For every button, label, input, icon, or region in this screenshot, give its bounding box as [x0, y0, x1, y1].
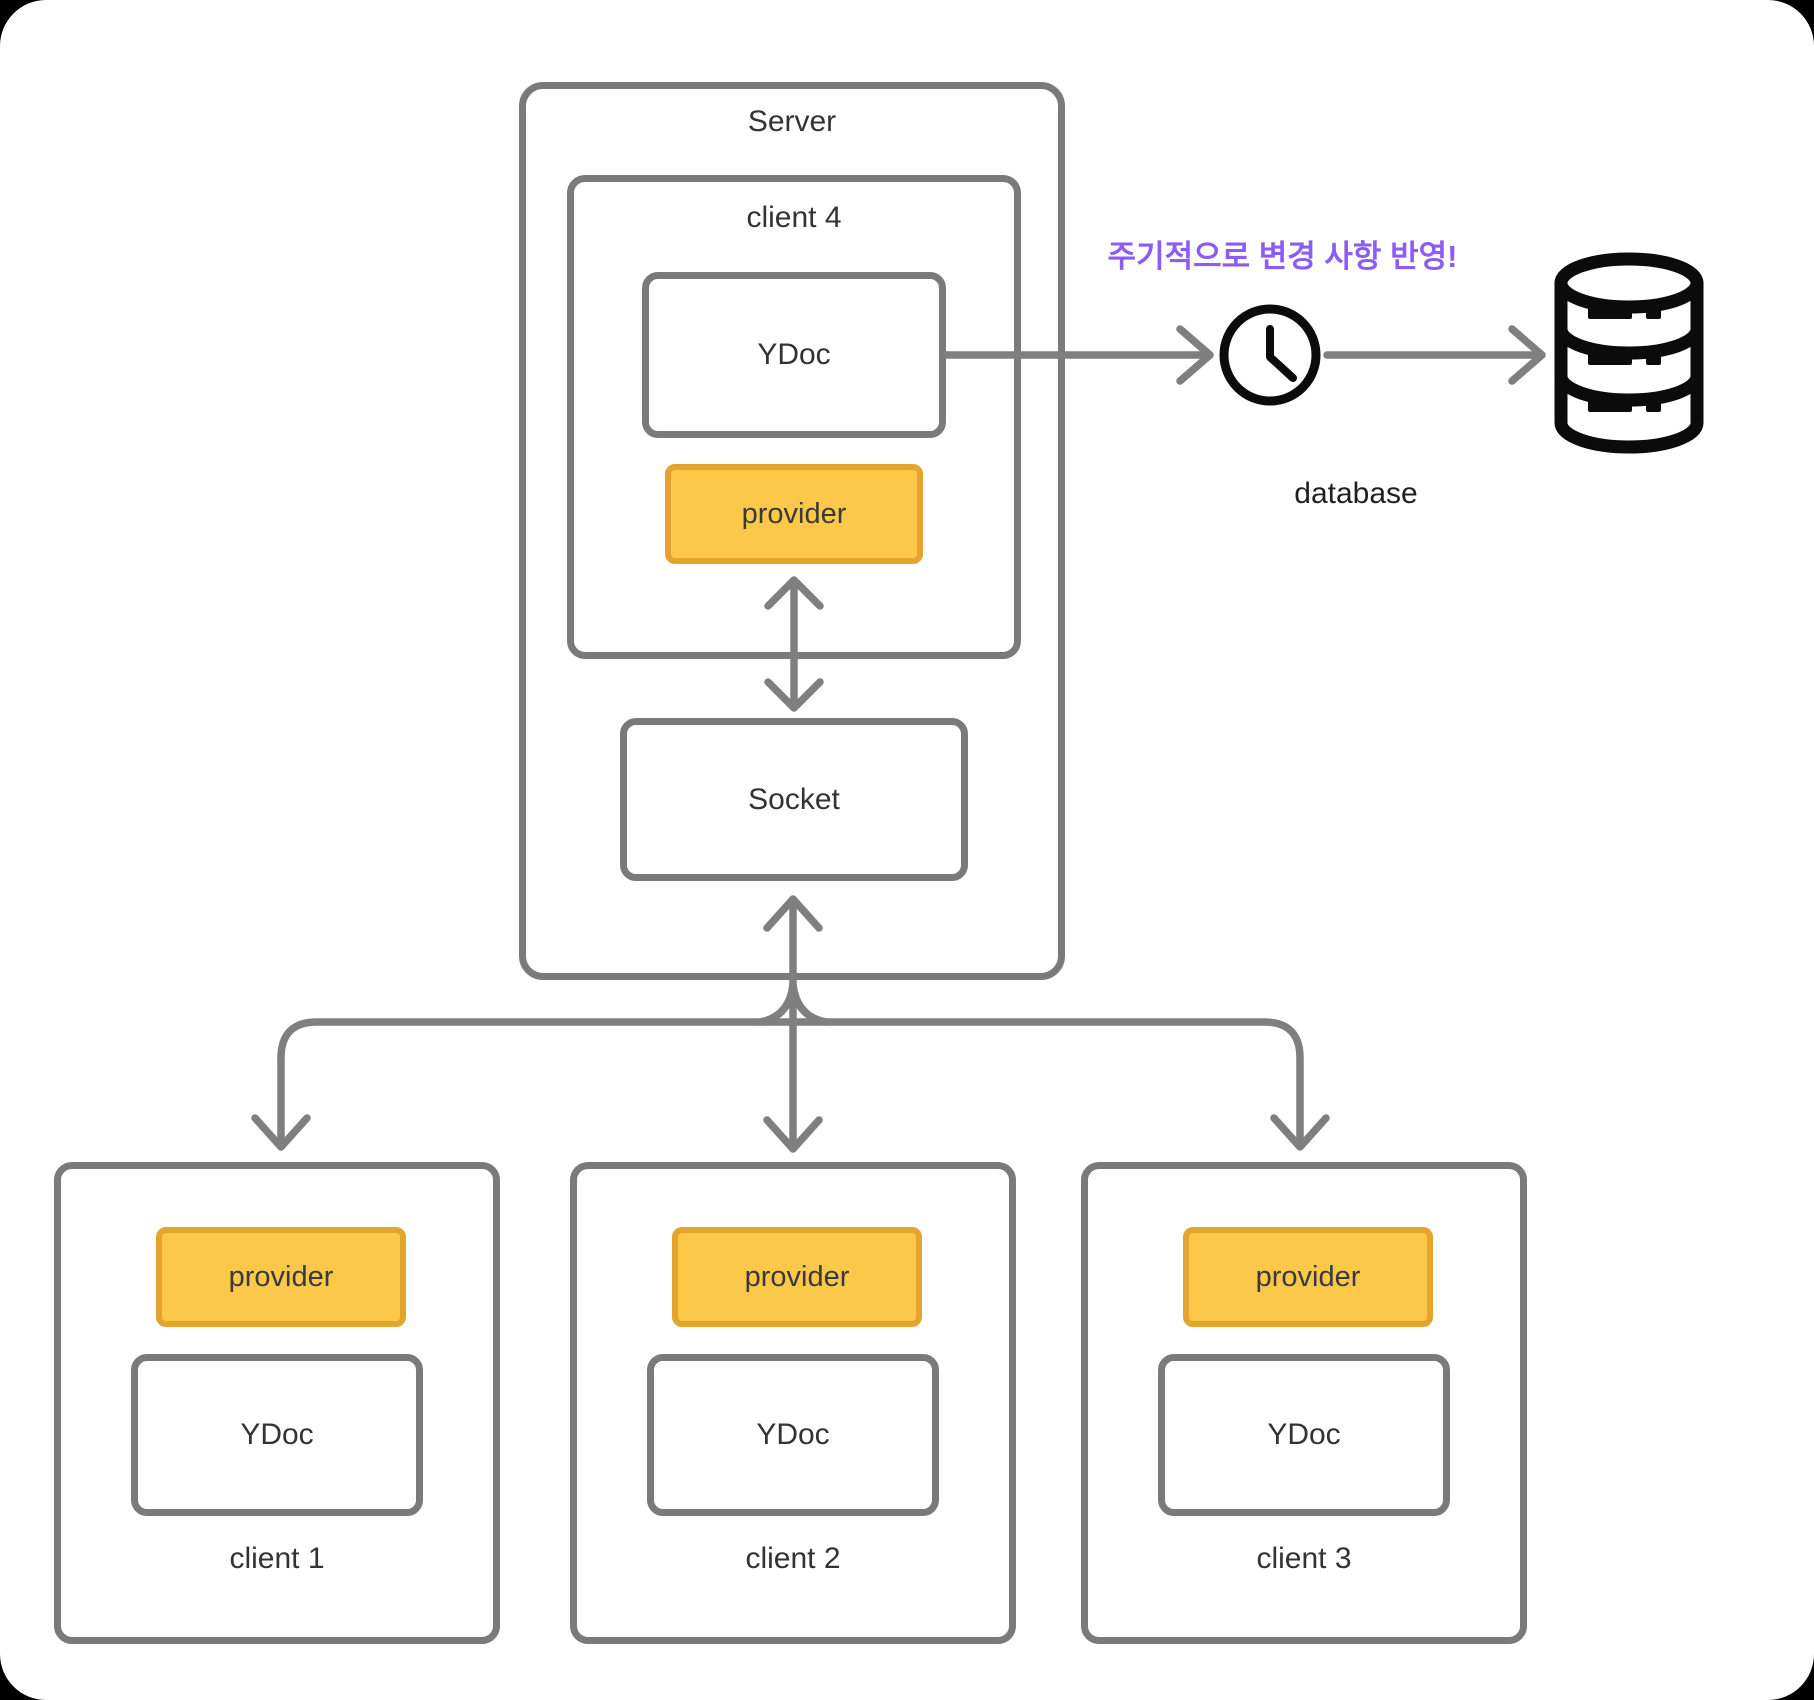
annotation-text: 주기적으로 변경 사항 반영! — [1107, 238, 1458, 274]
client2-ydoc-box: YDoc — [647, 1354, 939, 1516]
client3-provider-label: provider — [1255, 1260, 1361, 1293]
client2-label: client 2 — [745, 1542, 841, 1575]
database-label: database — [1294, 477, 1418, 510]
client1-ydoc-label: YDoc — [240, 1418, 314, 1451]
client4-provider-label: provider — [741, 497, 847, 530]
client3-ydoc-box: YDoc — [1158, 1354, 1450, 1516]
client2-provider-box: provider — [672, 1227, 922, 1327]
client3-box: provider YDoc client 3 — [1081, 1162, 1527, 1644]
client1-provider-box: provider — [156, 1227, 406, 1327]
server-label: Server — [747, 105, 837, 138]
socket-label: Socket — [748, 782, 840, 816]
arrowhead-client2-down — [763, 1116, 823, 1153]
client4-ydoc-label: YDoc — [757, 338, 831, 371]
client1-provider-label: provider — [228, 1260, 334, 1293]
client4-ydoc-box: YDoc — [642, 272, 946, 438]
client3-ydoc-label: YDoc — [1267, 1418, 1341, 1451]
client1-box: provider YDoc client 1 — [54, 1162, 500, 1644]
client4-provider-box: provider — [665, 464, 923, 564]
arrowhead-client3-down — [1270, 1114, 1330, 1151]
client1-ydoc-box: YDoc — [131, 1354, 423, 1516]
database-icon-dashes — [1588, 305, 1661, 412]
client2-box: provider YDoc client 2 — [570, 1162, 1016, 1644]
client2-provider-label: provider — [744, 1260, 850, 1293]
arrowhead-clock-to-database — [1508, 325, 1546, 385]
client3-label: client 3 — [1256, 1542, 1352, 1575]
client4-label: client 4 — [746, 201, 842, 234]
client3-provider-box: provider — [1183, 1227, 1433, 1327]
arrowhead-ydoc-to-clock — [1176, 325, 1214, 385]
branch-fillet-right — [789, 981, 830, 1026]
client1-label: client 1 — [229, 1542, 325, 1575]
branch-line — [277, 1018, 1304, 1150]
arrowhead-client1-down — [251, 1114, 311, 1151]
branch-fillet-left — [756, 981, 797, 1026]
database-icon — [1554, 252, 1704, 454]
socket-box: Socket — [620, 718, 968, 881]
client2-ydoc-label: YDoc — [756, 1418, 830, 1451]
clock-icon — [1219, 304, 1321, 406]
